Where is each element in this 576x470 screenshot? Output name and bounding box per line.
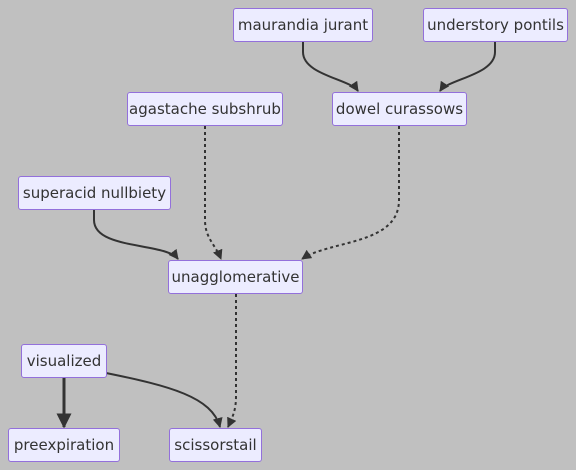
node-label: understory pontils — [427, 16, 564, 34]
node-label: dowel curassows — [335, 100, 464, 118]
node-label: maurandia jurant — [237, 16, 369, 34]
node-unagglomerative: unagglomerative — [168, 260, 303, 294]
edge-maurandia-jurant-to-dowel-curassows — [302, 42, 359, 92]
node-scissorstail: scissorstail — [169, 428, 262, 462]
node-label: scissorstail — [174, 436, 257, 454]
node-dowel-curassows: dowel curassows — [332, 92, 467, 126]
node-understory-pontils: understory pontils — [423, 8, 568, 42]
edge-understory-pontils-to-dowel-curassows — [439, 42, 496, 92]
node-visualized: visualized — [21, 344, 107, 378]
edge-agastache-subshrub-to-unagglomerative — [204, 126, 223, 260]
edge-dowel-curassows-to-unagglomerative — [301, 126, 400, 260]
node-maurandia-jurant: maurandia jurant — [233, 8, 373, 42]
node-label: visualized — [26, 352, 102, 370]
node-agastache-subshrub: agastache subshrub — [127, 92, 283, 126]
node-label: unagglomerative — [171, 268, 300, 286]
edge-superacid-nullbiety-to-unagglomerative — [93, 210, 179, 260]
node-superacid-nullbiety: superacid nullbiety — [18, 176, 171, 210]
node-preexpiration: preexpiration — [8, 428, 120, 462]
edge-visualized-to-scissorstail — [105, 372, 223, 428]
node-label: preexpiration — [13, 436, 115, 454]
edge-unagglomerative-to-scissorstail — [227, 294, 237, 428]
node-label: agastache subshrub — [129, 100, 281, 118]
node-label: superacid nullbiety — [22, 184, 167, 202]
